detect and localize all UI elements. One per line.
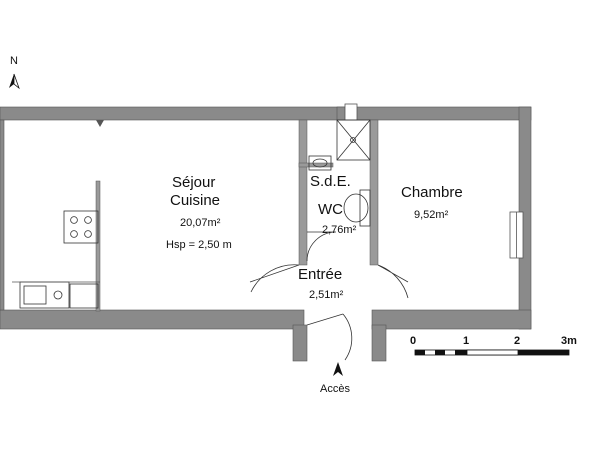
scale-bar: 0 1 2 3m [410,335,577,356]
wall-entry-left [292,324,308,362]
scale-tick-label: 3m [561,335,577,347]
wall-sejour-sde [298,119,308,266]
room-area: 9,52m² [414,209,449,221]
shower-icon [336,119,371,161]
access-label: Accès [320,383,350,395]
wall-left-edge [0,119,5,311]
wall-top-left [0,106,346,121]
room-name: S.d.E. [310,173,351,190]
north-compass: N [9,55,20,90]
door-entrance [306,313,353,361]
scale-tick-label: 0 [410,335,416,347]
room-name: WC [318,201,343,218]
room-sde: S.d.E. [310,173,351,190]
window-sde [344,103,358,121]
room-name: Entrée [298,266,342,283]
bathroom-fixtures [308,119,371,227]
interior-walls [95,119,379,312]
exterior-walls [0,106,532,362]
door-sejour [249,264,300,293]
washbasin-icon [308,155,332,171]
compass-label: N [10,55,18,67]
scale-tick-label: 1 [463,335,469,347]
room-area: 2,51m² [309,289,344,301]
kitchen [12,210,100,309]
ceiling-height: Hsp = 2,50 m [166,239,232,251]
room-name: Séjour [172,174,215,191]
door-chambre [377,264,409,299]
room-name: Cuisine [170,192,220,209]
wall-entry-right [371,324,387,362]
access-marker: Accès [320,362,350,395]
room-name: Chambre [401,184,463,201]
wall-sde-wc [298,162,334,168]
north-arrow-icon [9,74,14,88]
scale-tick-label: 2 [514,335,520,347]
wall-sde-chambre [369,119,379,266]
room-chambre: Chambre 9,52m² [401,184,463,221]
windows [344,103,524,259]
wall-bottom-left [0,309,305,330]
toilet-tank-icon [359,189,371,227]
wall-top-right [336,106,532,121]
room-area: 20,07m² [180,217,221,229]
room-area: 2,76m² [322,224,357,236]
cooktop-icon [63,210,99,244]
room-wc: WC 2,76m² [318,201,357,236]
room-entree: Entrée 2,51m² [298,266,344,301]
access-arrow-icon [333,362,343,376]
wall-bottom-right [371,309,532,330]
toilet-icon [343,193,369,223]
doors [249,231,409,361]
door-wc [306,231,337,262]
room-sejour: Séjour Cuisine 20,07m² Hsp = 2,50 m [166,174,232,251]
kitchen-partition [95,180,101,312]
